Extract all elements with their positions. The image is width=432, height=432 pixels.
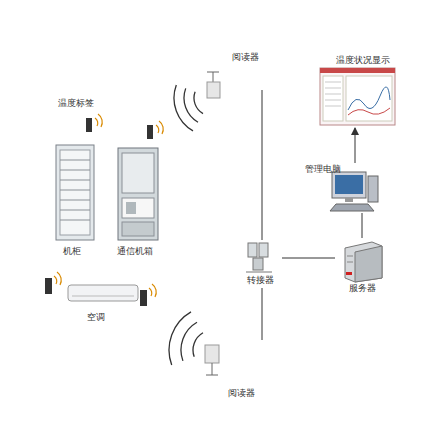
connector-line	[282, 258, 335, 259]
display-node: 温度状况显示	[318, 52, 398, 128]
node-label: 通信机箱	[117, 246, 153, 257]
display-screenshot	[320, 68, 395, 125]
reader-icon	[207, 82, 220, 98]
air-conditioner-icon	[45, 272, 156, 306]
reader-node: 阅读器	[198, 50, 262, 90]
cabinet-node: 机柜	[52, 118, 98, 258]
switch-node: 转接器	[240, 240, 282, 288]
computer-node: 管理电脑	[305, 163, 385, 213]
connector-line	[355, 128, 356, 163]
node-label: 阅读器	[228, 388, 255, 399]
node-label: 转接器	[247, 275, 274, 286]
computer-icon	[330, 172, 378, 211]
node-label: 温度状况显示	[336, 55, 390, 66]
connector-line	[362, 213, 363, 238]
radio-waves	[174, 85, 203, 131]
cabinet-icon	[56, 114, 102, 240]
server-node: 服务器	[335, 238, 390, 296]
annotation-label: 温度标签	[58, 98, 94, 109]
node-label: 阅读器	[232, 52, 259, 63]
chassis-node: 通信机箱	[112, 118, 167, 258]
radio-waves	[169, 312, 203, 365]
node-label: 服务器	[349, 283, 376, 294]
server-icon	[345, 242, 382, 282]
connector-line	[262, 288, 263, 340]
node-label: 机柜	[63, 246, 81, 257]
switch-icon	[246, 243, 272, 272]
node-label: 空调	[87, 312, 105, 323]
chassis-icon	[118, 121, 163, 240]
reader-icon	[205, 345, 219, 363]
node-label: 管理电脑	[305, 164, 341, 175]
air-conditioner-node: 空调	[40, 270, 160, 328]
connector-line	[262, 90, 263, 240]
reader-node: 阅读器	[198, 340, 262, 400]
